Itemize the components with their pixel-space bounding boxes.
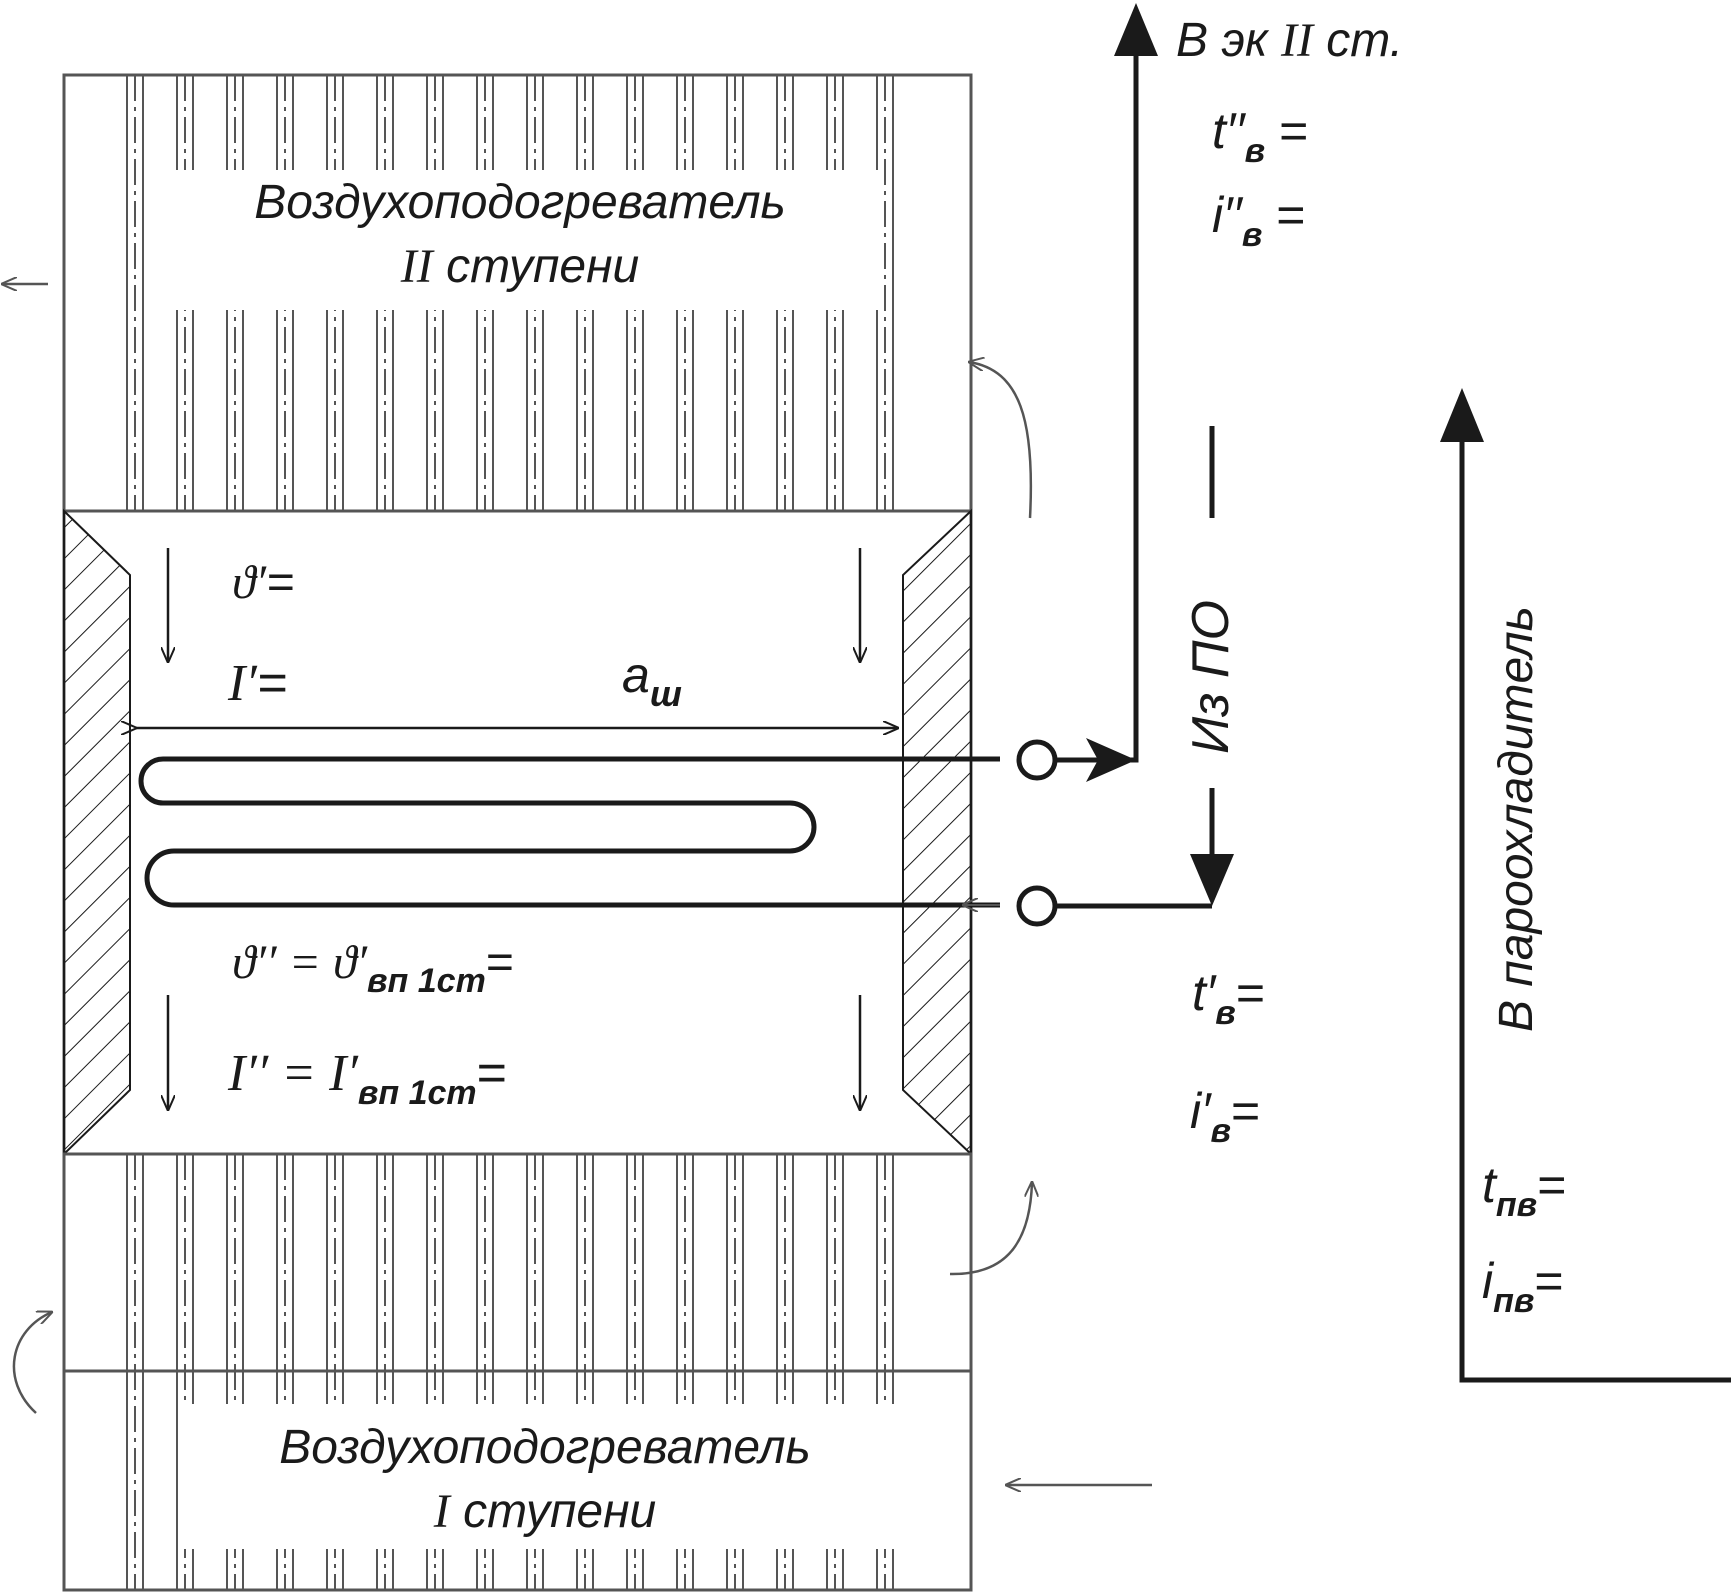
air-flow-arrows [2, 284, 1152, 1485]
duct-width-label: аш [622, 647, 682, 714]
inlet-direction-arrow [1190, 854, 1234, 906]
air-heater-1-title: Воздухоподогреватель [279, 1421, 811, 1474]
to-desuperheater-label: В пароохладитель [1490, 606, 1543, 1032]
air-transfer-arrow-mid [949, 1182, 1032, 1276]
outlet-header [1016, 739, 1058, 781]
from-po-label: Из ПО [1182, 600, 1240, 754]
gas-outlet-temperature-label: ϑ′′ = ϑ′вп 1ст= [232, 936, 514, 1000]
air-heater-stage-2: Воздухоподогреватель II ступени [62, 73, 973, 513]
gas-inlet-temperature-label: ϑ′= [232, 556, 294, 609]
air-transfer-arrow-top [969, 362, 1033, 519]
left-insulation-wall [63, 508, 131, 1157]
water-piping [1055, 3, 1731, 1383]
outlet-water-temperature-label: t′′в = [1212, 103, 1308, 170]
air-transfer-arrow-left [12, 1312, 52, 1414]
inlet-header [1016, 885, 1058, 927]
feedwater-enthalpy-label: iпв= [1482, 1253, 1564, 1320]
feedwater-temperature-label: tпв= [1482, 1157, 1566, 1224]
air-heater-stage-1: Воздухоподогреватель I ступени [62, 1152, 973, 1592]
gas-outlet-enthalpy-label: I′′ = I′вп 1ст= [227, 1044, 507, 1112]
to-economizer-label: В эк II ст. [1176, 14, 1403, 67]
water-labels: В эк II ст. t′′в = i′′в = Из ПО t′в= i′в… [1176, 14, 1566, 1320]
outlet-direction-arrow [1086, 738, 1136, 782]
air-heater-1-subtitle: I ступени [433, 1485, 656, 1538]
gas-inlet-enthalpy-label: I′= [227, 654, 287, 712]
to-economizer-arrow [1114, 3, 1158, 56]
right-insulation-wall [902, 508, 972, 1157]
inlet-water-enthalpy-label: i′в= [1190, 1083, 1260, 1150]
outlet-water-enthalpy-label: i′′в = [1212, 187, 1306, 254]
air-heater-2-subtitle: II ступени [400, 240, 639, 293]
feedwater-pipe [1459, 440, 1731, 1383]
economizer-section: ϑ′= I′= ϑ′′ = ϑ′вп 1ст= I′′ = I′вп 1ст= … [62, 508, 1058, 1157]
air-heater-2-title: Воздухоподогреватель [254, 176, 786, 229]
outlet-pipe [1055, 52, 1139, 763]
economizer-coil [138, 756, 1000, 908]
inlet-water-temperature-label: t′в= [1192, 965, 1265, 1032]
to-desuperheater-arrow [1440, 388, 1484, 442]
